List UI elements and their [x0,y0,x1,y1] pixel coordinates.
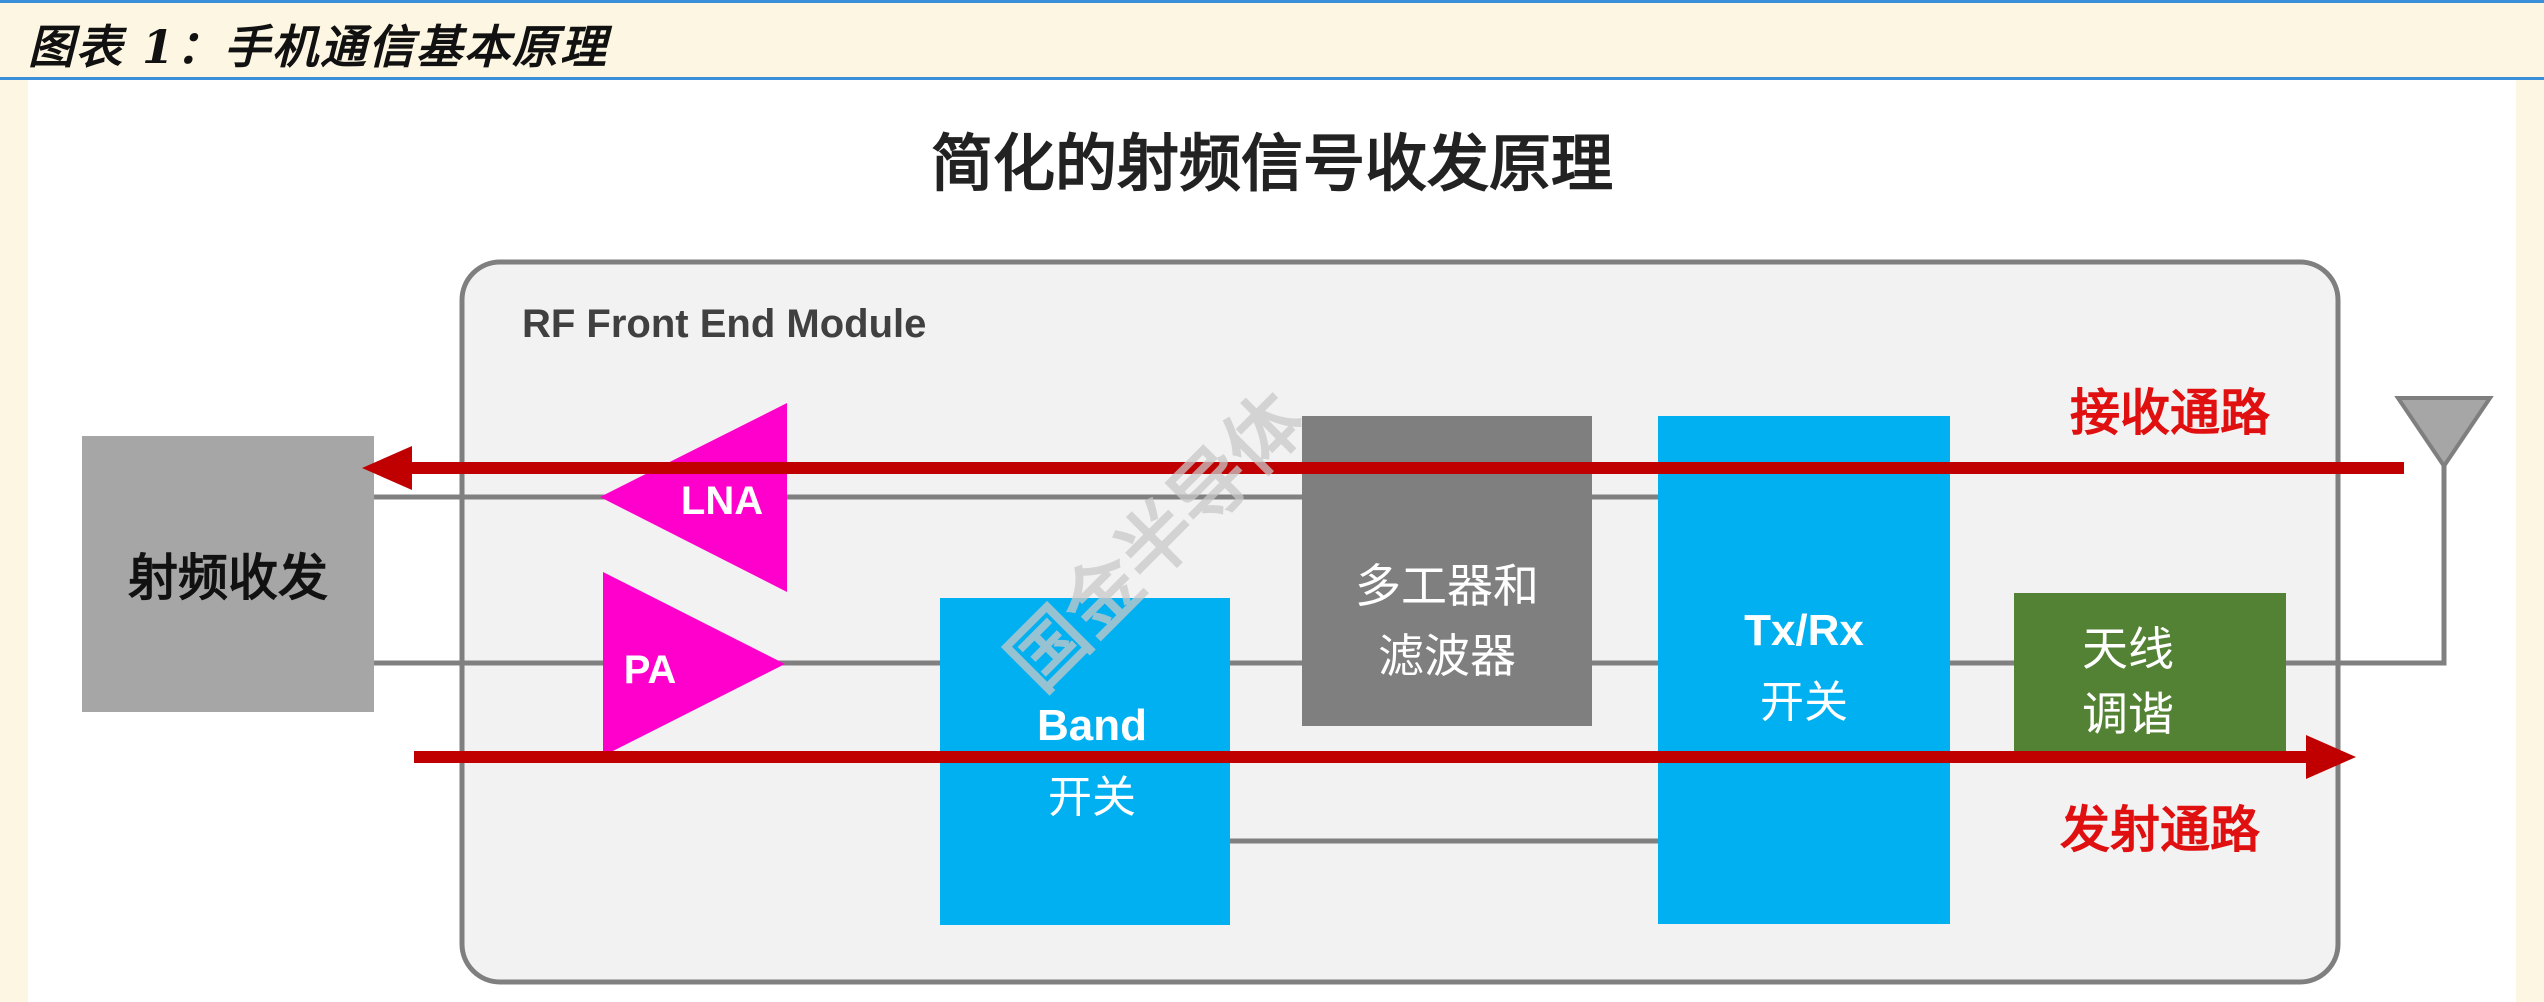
band-switch-label-1: Band [1037,701,1147,750]
antenna-tuner-label-1: 天线 [2082,623,2174,675]
txrx-switch-block [1658,416,1950,924]
module-label: RF Front End Module [522,302,926,346]
tx-path-arrowhead [2306,735,2356,779]
pa-label: PA [624,648,677,692]
antenna-tuner-block [2014,593,2286,755]
txrx-switch-label-1: Tx/Rx [1744,606,1864,655]
rx-path-arrowhead [362,446,412,490]
antenna-tuner-label-2: 调谐 [2082,688,2174,740]
figure-caption: 图表 1：手机通信基本原理 [28,20,609,74]
antenna-icon [2394,396,2494,470]
rx-path-label: 接收通路 [2070,385,2271,441]
left-margin [0,80,28,1002]
lna-label: LNA [681,479,763,523]
multiplexer-label-2: 滤波器 [1378,630,1516,682]
rf-transceiver-label: 射频收发 [128,550,328,606]
rf-transceiver-block [82,436,374,712]
lna-amplifier [600,403,787,592]
multiplexer-label-1: 多工器和 [1355,560,1539,612]
pa-amplifier [603,572,785,756]
band-switch-label-2: 开关 [1048,773,1136,822]
right-margin [2516,80,2544,1002]
tx-path-label: 发射通路 [2060,802,2261,858]
diagram-title: 简化的射频信号收发原理 [931,130,1613,199]
txrx-switch-label-2: 开关 [1760,678,1848,727]
figure-caption-bar: 图表 1：手机通信基本原理 [0,0,2544,80]
